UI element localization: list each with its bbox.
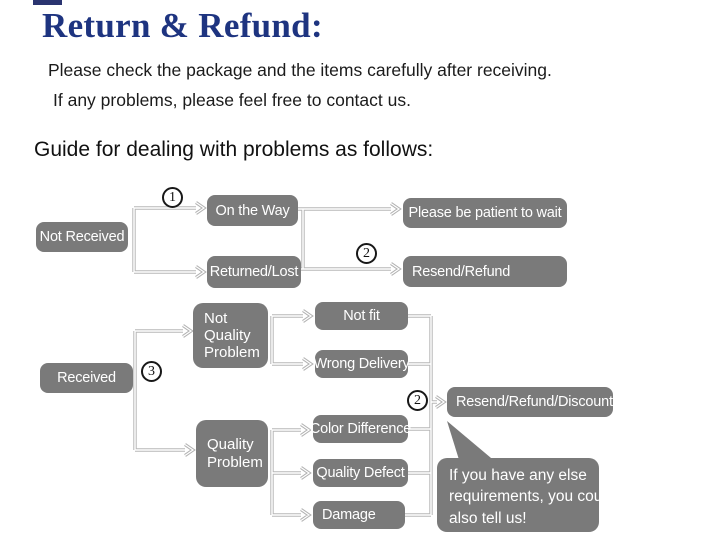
node-damage: Damage xyxy=(313,501,405,529)
step-circle-2-top: 2 xyxy=(356,243,377,264)
step-circle-2-bottom: 2 xyxy=(407,390,428,411)
speech-bubble-line1: If you have any else xyxy=(449,467,587,484)
node-please-be-patient: Please be patient to wait xyxy=(403,198,567,228)
step-circle-2-bottom-digit: 2 xyxy=(414,392,421,408)
intro-text-line1: Please check the package and the items c… xyxy=(48,60,552,80)
node-quality-problem-line1: Quality xyxy=(207,436,254,454)
step-circle-3-digit: 3 xyxy=(148,363,155,379)
node-quality-problem: Quality Problem xyxy=(196,420,268,487)
speech-bubble-line2: requirements, you could xyxy=(449,488,615,506)
node-not-quality-problem-line3: Problem xyxy=(204,344,260,362)
node-resend-refund-discount: Resend/Refund/Discount xyxy=(447,387,613,417)
node-quality-defect: Quality Defect xyxy=(313,459,408,487)
node-on-the-way: On the Way xyxy=(207,195,298,226)
speech-bubble: If you have any else requirements, you c… xyxy=(437,458,615,532)
cropped-element-top xyxy=(33,0,62,5)
speech-bubble-tail xyxy=(447,421,497,463)
step-circle-3: 3 xyxy=(141,361,162,382)
node-wrong-delivery: Wrong Delivery xyxy=(313,350,410,378)
node-returned-lost: Returned/Lost xyxy=(207,256,301,288)
node-not-quality-problem: Not Quality Problem xyxy=(193,303,268,368)
node-received: Received xyxy=(40,363,133,393)
intro-text-line2: If any problems, please feel free to con… xyxy=(53,90,411,110)
speech-bubble-line3: also tell us! xyxy=(449,509,527,527)
step-circle-2-top-digit: 2 xyxy=(363,245,370,261)
node-not-quality-problem-line2: Quality xyxy=(204,326,251,344)
node-not-quality-problem-line1: Not xyxy=(204,309,228,327)
node-color-difference: Color Difference xyxy=(310,415,411,443)
step-circle-1: 1 xyxy=(162,187,183,208)
step-circle-1-digit: 1 xyxy=(169,189,176,205)
node-not-received: Not Received xyxy=(36,222,128,252)
node-not-fit: Not fit xyxy=(315,302,408,330)
guide-heading: Guide for dealing with problems as follo… xyxy=(34,138,434,161)
node-quality-problem-line2: Problem xyxy=(207,453,263,471)
page-title: Return & Refund: xyxy=(42,6,323,45)
node-resend-refund: Resend/Refund xyxy=(403,256,567,287)
